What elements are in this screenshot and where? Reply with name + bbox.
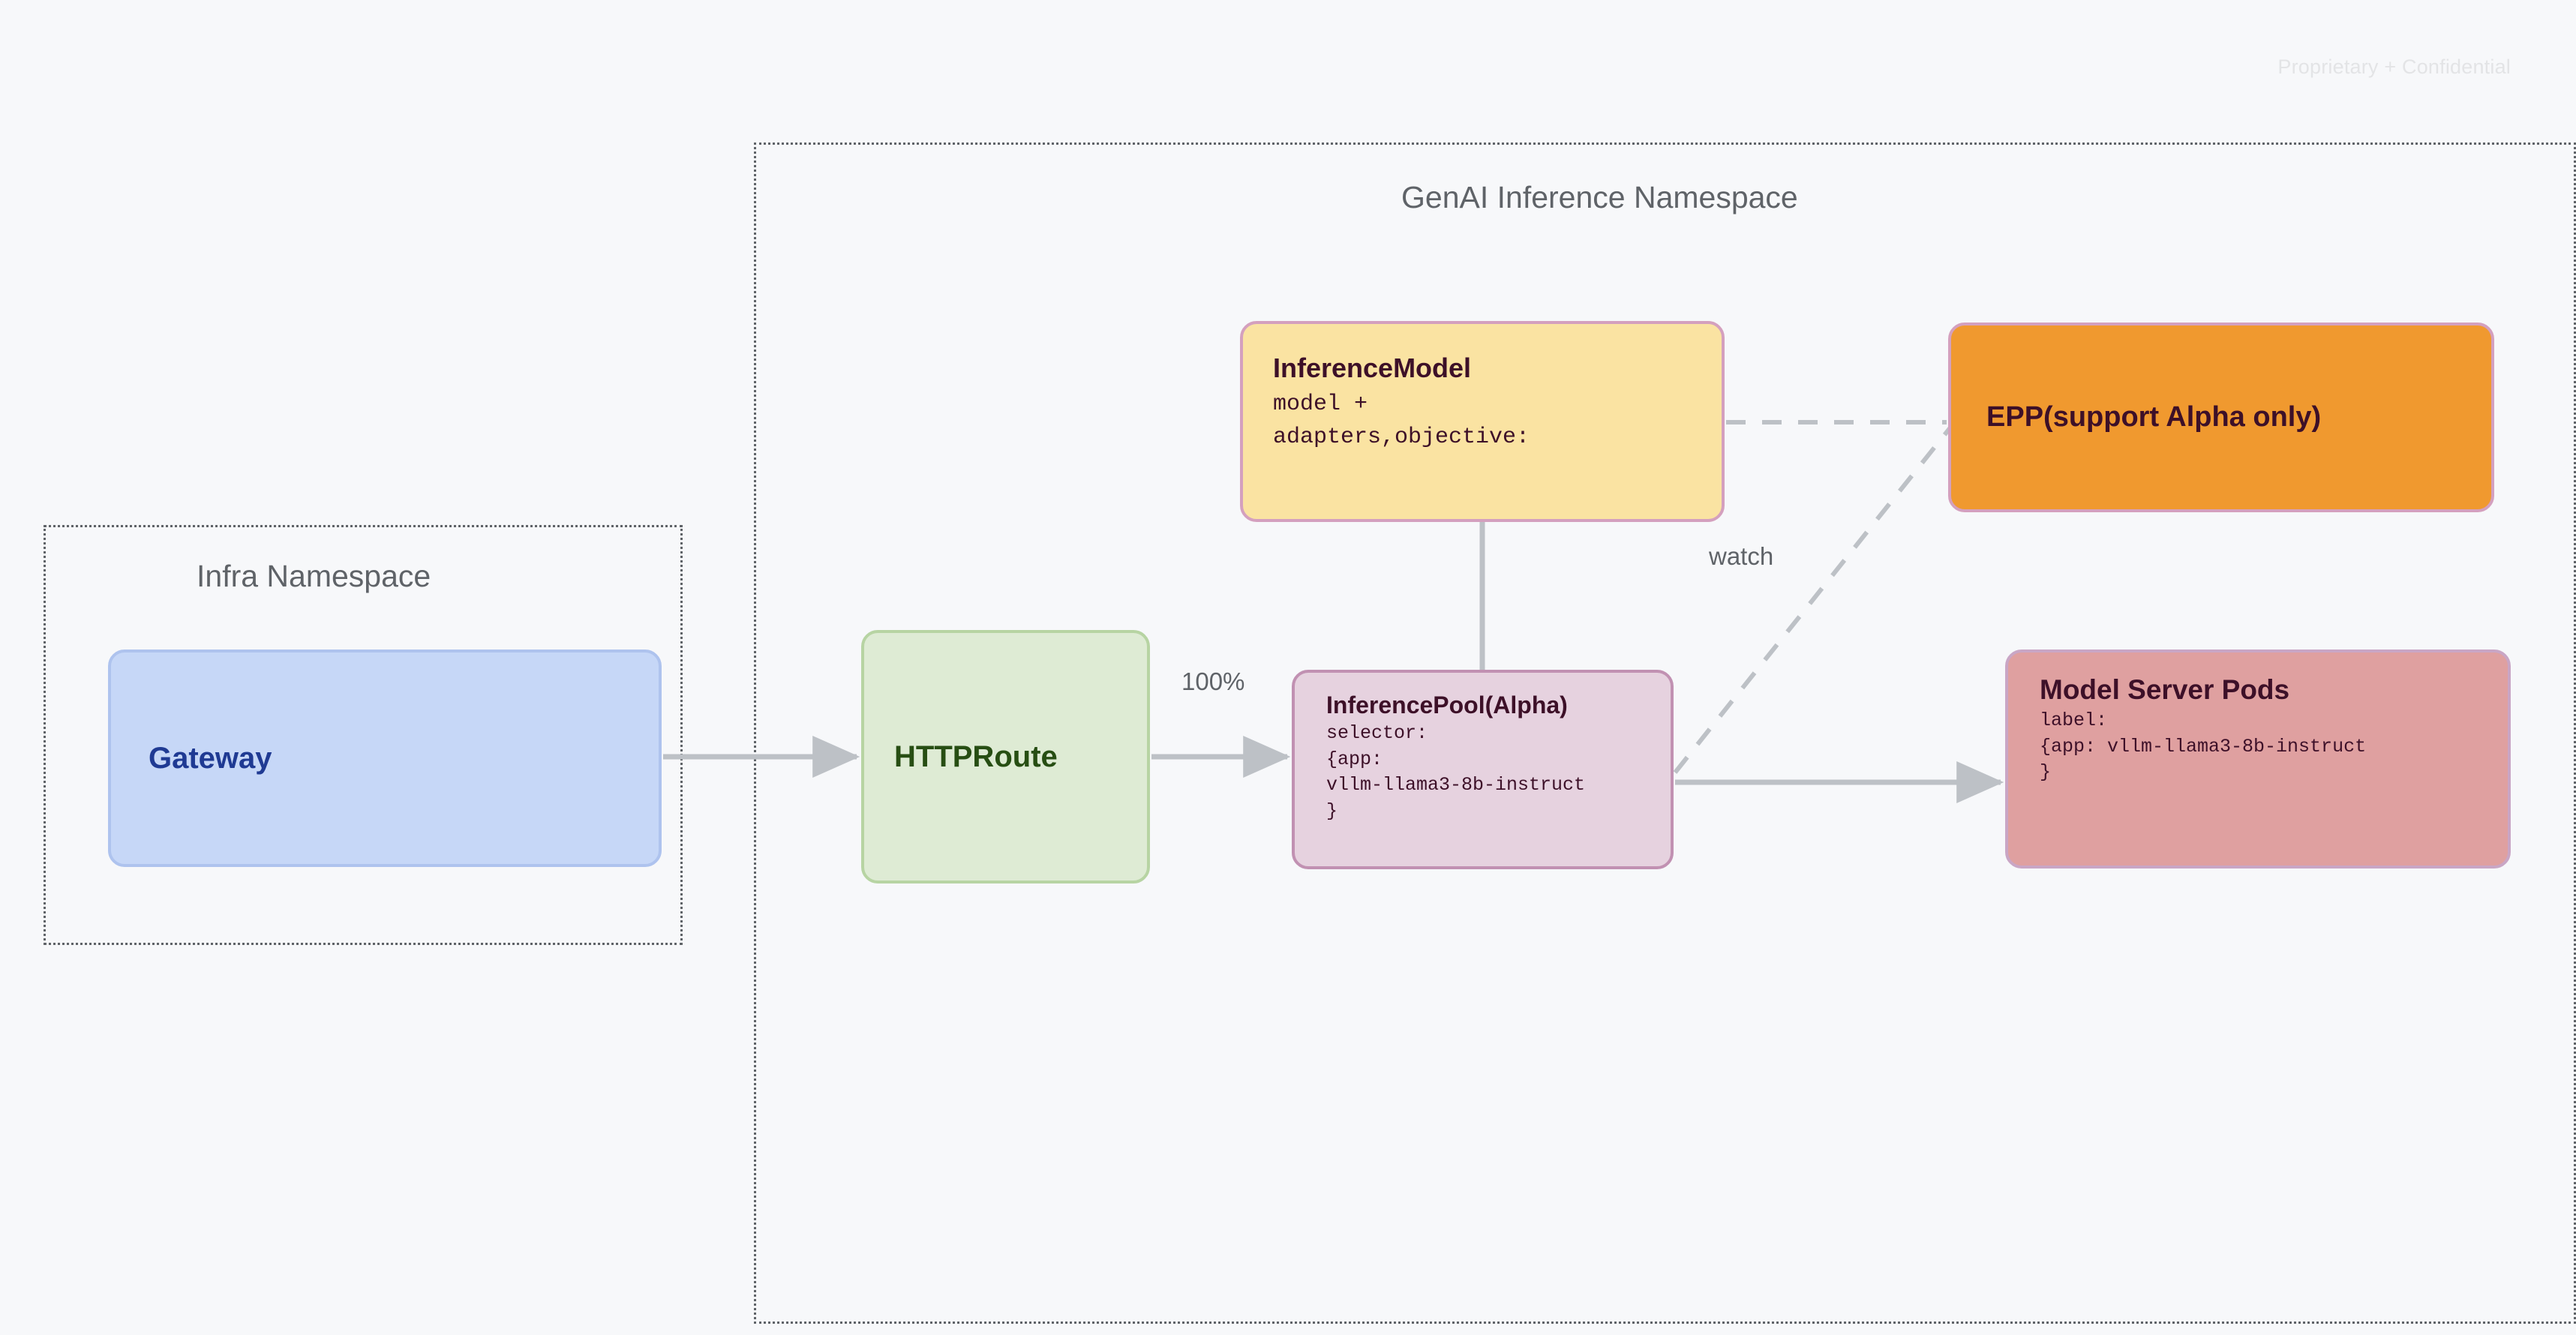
node-epp-title: EPP(support Alpha only) (1986, 401, 2322, 433)
watermark-label: Proprietary + Confidential (2277, 56, 2511, 78)
node-model-server-pods-line-3: } (2040, 761, 2052, 784)
node-httproute-title: HTTPRoute (894, 740, 1058, 773)
edge-label-percent: 100% (1181, 668, 1245, 695)
namespace-infra-title: Infra Namespace (197, 559, 431, 593)
namespace-genai-title: GenAI Inference Namespace (1401, 180, 1798, 214)
edge-label-watch: watch (1709, 542, 1774, 570)
node-inference-pool[interactable]: InferencePool(Alpha) selector: {app: vll… (1292, 670, 1674, 869)
node-inference-model-line-1: model + (1273, 392, 1368, 417)
node-inference-pool-title: InferencePool(Alpha) (1326, 692, 1568, 718)
node-inference-pool-line-4: } (1326, 800, 1338, 822)
node-gateway-title: Gateway (149, 741, 272, 775)
node-inference-model[interactable]: InferenceModel model + adapters,objectiv… (1240, 321, 1725, 522)
node-model-server-pods-title: Model Server Pods (2040, 674, 2290, 705)
node-inference-pool-line-1: selector: (1326, 722, 1428, 745)
node-gateway[interactable]: Gateway (108, 650, 662, 867)
node-model-server-pods[interactable]: Model Server Pods label: {app: vllm-llam… (2005, 650, 2511, 868)
namespace-genai (754, 142, 2576, 1324)
node-inference-model-line-2: adapters,objective: (1273, 424, 1530, 450)
node-inference-pool-line-2: {app: (1326, 748, 1383, 770)
node-model-server-pods-line-1: label: (2040, 710, 2108, 732)
node-inference-pool-line-3: vllm-llama3-8b-instruct (1326, 774, 1586, 796)
node-epp[interactable]: EPP(support Alpha only) (1948, 322, 2494, 512)
namespace-infra (44, 525, 683, 945)
node-httproute[interactable]: HTTPRoute (861, 630, 1150, 884)
node-inference-model-title: InferenceModel (1273, 352, 1472, 383)
node-model-server-pods-line-2: {app: vllm-llama3-8b-instruct (2040, 735, 2367, 758)
